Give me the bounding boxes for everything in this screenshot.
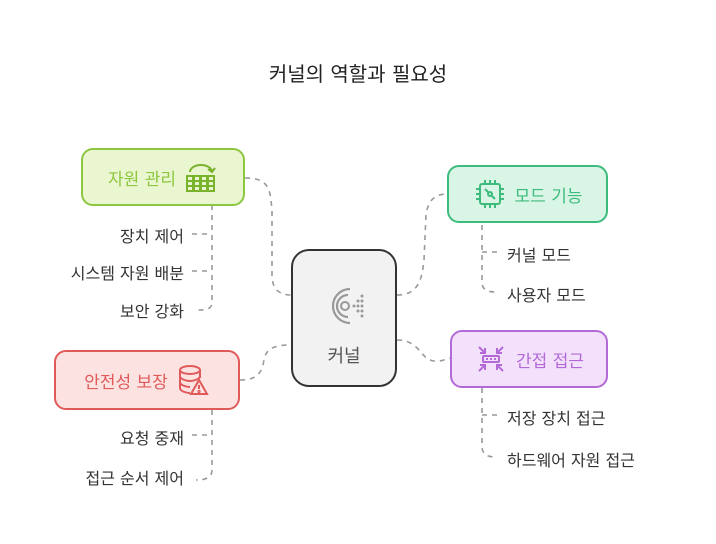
compress-icon bbox=[474, 342, 508, 376]
stability-node: 안전성 보장 bbox=[54, 350, 240, 410]
stability-item-2: 접근 순서 제어 bbox=[85, 469, 185, 488]
indirect-item-1: 저장 장치 접근 bbox=[507, 409, 606, 428]
mode-function-label: 모드 기능 bbox=[514, 186, 583, 207]
mode-function-node: 모드 기능 bbox=[447, 165, 608, 223]
kernel-node: 커널 bbox=[291, 249, 397, 387]
resource-item-1: 장치 제어 bbox=[120, 227, 184, 246]
resource-management-label: 자원 관리 bbox=[108, 169, 176, 190]
resource-grid-icon bbox=[184, 160, 218, 194]
resource-item-2: 시스템 자원 배분 bbox=[70, 264, 184, 283]
connector-mode-trunk bbox=[481, 225, 497, 293]
connector-resource bbox=[244, 177, 292, 296]
indirect-item-2: 하드웨어 자원 접근 bbox=[507, 451, 635, 470]
connector-resource-trunk bbox=[195, 205, 213, 311]
mode-item-2: 사용자 모드 bbox=[507, 286, 586, 305]
stability-label: 안전성 보장 bbox=[84, 372, 168, 393]
database-warning-icon bbox=[176, 363, 210, 397]
kernel-label: 커널 bbox=[327, 346, 361, 367]
connector-indirect-trunk bbox=[481, 388, 497, 458]
diagram-title: 커널의 역할과 필요성 bbox=[268, 62, 448, 86]
connector-mode bbox=[396, 193, 448, 296]
stability-item-1: 요청 중재 bbox=[120, 429, 184, 448]
kernel-c-icon bbox=[331, 287, 364, 325]
mode-item-1: 커널 모드 bbox=[507, 246, 571, 265]
connector-stability bbox=[239, 344, 292, 381]
connector-stability-trunk bbox=[195, 410, 213, 481]
resource-management-node: 자원 관리 bbox=[81, 148, 245, 206]
chip-icon bbox=[473, 177, 507, 211]
indirect-access-node: 간접 접근 bbox=[450, 330, 608, 388]
connector-indirect bbox=[396, 339, 451, 363]
resource-item-3: 보안 강화 bbox=[120, 302, 184, 321]
indirect-access-label: 간접 접근 bbox=[516, 351, 584, 372]
